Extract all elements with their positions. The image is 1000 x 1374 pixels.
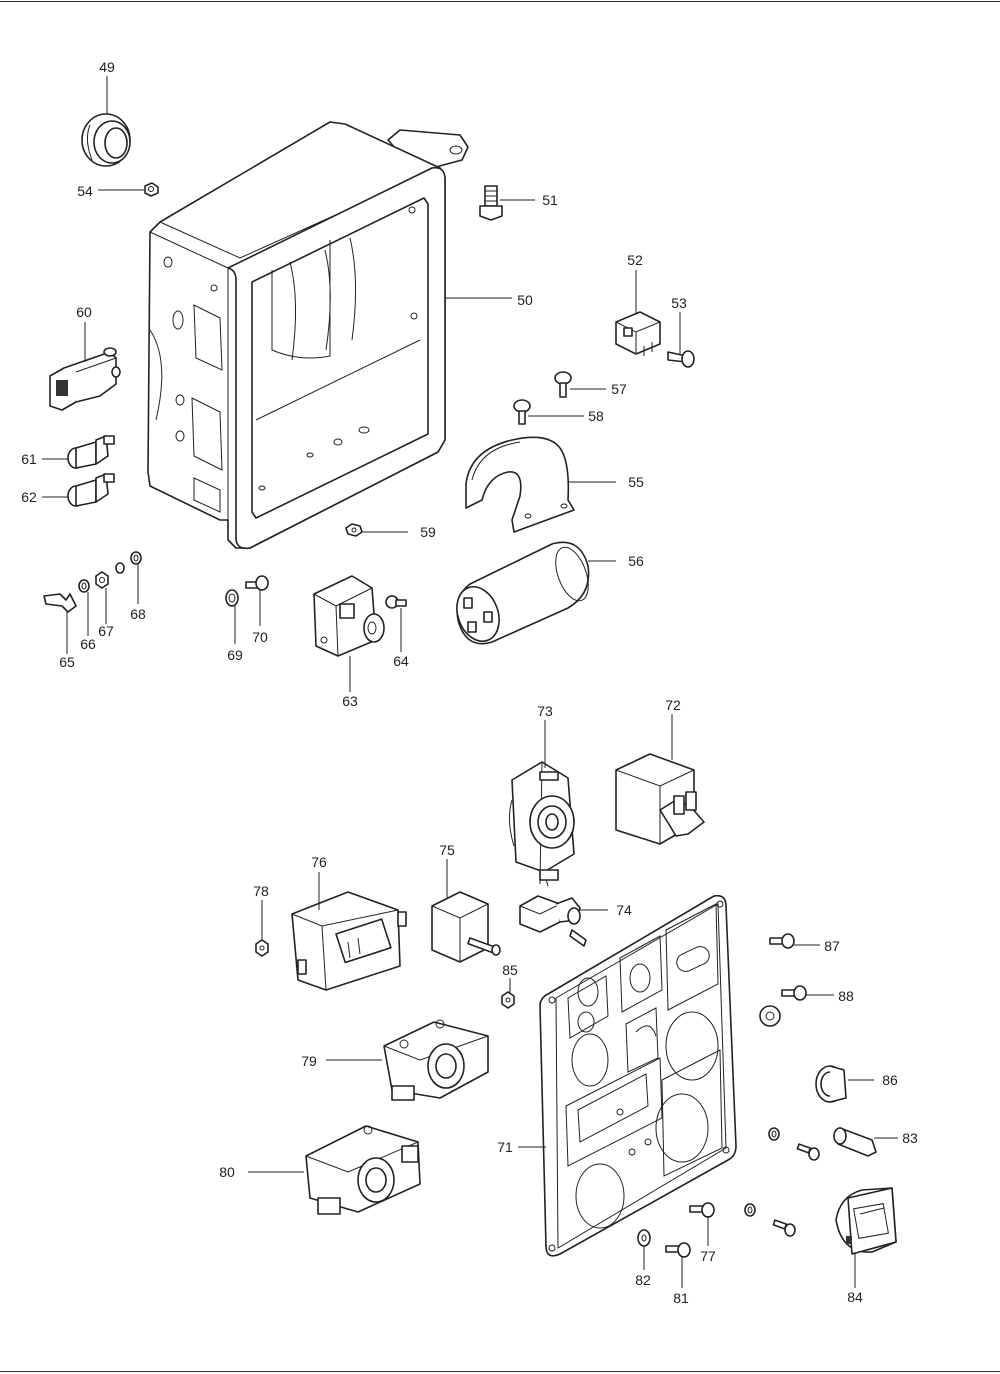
callout-50: 50 bbox=[517, 292, 533, 308]
top-rule bbox=[0, 1, 1000, 2]
callout-86: 86 bbox=[882, 1072, 898, 1088]
callout-66: 66 bbox=[80, 636, 96, 652]
callout-73: 73 bbox=[537, 703, 553, 719]
part-84-meter bbox=[835, 1187, 897, 1255]
part-73-receptacle bbox=[508, 761, 575, 887]
bottom-rule bbox=[0, 1371, 1000, 1372]
callout-64: 64 bbox=[393, 653, 409, 669]
callout-84: 84 bbox=[847, 1289, 863, 1305]
callout-88: 88 bbox=[838, 988, 854, 1004]
part-64-screw bbox=[385, 595, 407, 609]
callout-80: 80 bbox=[219, 1164, 235, 1180]
part-59-nut bbox=[345, 523, 363, 537]
washer-small-1 bbox=[768, 1127, 780, 1141]
callout-labels: 49 50 51 52 53 54 55 56 57 58 59 60 61 6… bbox=[21, 59, 918, 1306]
washer-small-2 bbox=[744, 1203, 756, 1217]
callout-70: 70 bbox=[252, 629, 268, 645]
part-51-bolt bbox=[479, 185, 503, 221]
part-63-regulator bbox=[313, 575, 385, 657]
callout-85: 85 bbox=[502, 962, 518, 978]
part-68-washer bbox=[115, 551, 142, 574]
part-78-nut bbox=[255, 939, 269, 957]
callout-61: 61 bbox=[21, 451, 37, 467]
part-49-grommet bbox=[81, 113, 131, 167]
callout-60: 60 bbox=[76, 304, 92, 320]
part-53-screw bbox=[667, 350, 695, 368]
callout-54: 54 bbox=[77, 183, 93, 199]
part-80-twist-lock-receptacle bbox=[305, 1125, 421, 1215]
part-71-control-panel bbox=[539, 894, 737, 1257]
callout-55: 55 bbox=[628, 474, 644, 490]
part-86-grommet bbox=[815, 1065, 847, 1103]
part-88-screw bbox=[781, 985, 807, 1001]
callout-63: 63 bbox=[342, 693, 358, 709]
part-55-capacitor-bracket bbox=[465, 436, 575, 533]
part-83-fuse-holder bbox=[833, 1127, 877, 1157]
callout-58: 58 bbox=[588, 408, 604, 424]
part-81-screw bbox=[665, 1242, 691, 1258]
callout-52: 52 bbox=[627, 252, 643, 268]
callout-57: 57 bbox=[611, 381, 627, 397]
part-74-toggle-switch bbox=[519, 895, 587, 947]
callout-75: 75 bbox=[439, 842, 455, 858]
callout-78: 78 bbox=[253, 883, 269, 899]
callout-74: 74 bbox=[616, 902, 632, 918]
part-52-relay bbox=[615, 311, 661, 356]
callout-65: 65 bbox=[59, 654, 75, 670]
part-69-washer bbox=[225, 589, 239, 607]
part-79-twist-lock-receptacle bbox=[383, 1019, 489, 1101]
part-56-capacitor bbox=[456, 541, 590, 645]
part-72-breaker bbox=[615, 753, 705, 845]
part-61-terminal bbox=[67, 435, 115, 469]
callout-68: 68 bbox=[130, 606, 146, 622]
part-54-nut bbox=[144, 182, 159, 197]
part-66-washer bbox=[78, 579, 90, 593]
callout-77: 77 bbox=[700, 1248, 716, 1264]
callout-72: 72 bbox=[665, 697, 681, 713]
callout-76: 76 bbox=[311, 854, 327, 870]
part-50-control-box bbox=[147, 121, 469, 550]
callout-87: 87 bbox=[824, 938, 840, 954]
callout-51: 51 bbox=[542, 192, 558, 208]
part-60-breaker bbox=[49, 347, 121, 411]
callout-62: 62 bbox=[21, 489, 37, 505]
callout-53: 53 bbox=[671, 295, 687, 311]
callout-82: 82 bbox=[635, 1272, 651, 1288]
callout-56: 56 bbox=[628, 553, 644, 569]
callout-67: 67 bbox=[98, 623, 114, 639]
callout-83: 83 bbox=[902, 1130, 918, 1146]
part-58-screw bbox=[513, 399, 531, 425]
part-87-screw bbox=[769, 933, 795, 949]
part-76-gfci-receptacle bbox=[291, 891, 407, 991]
part-75-rotary-switch bbox=[431, 891, 501, 963]
screw-small-2 bbox=[772, 1219, 796, 1237]
callout-59: 59 bbox=[420, 524, 436, 540]
callout-81: 81 bbox=[673, 1290, 689, 1306]
callout-79: 79 bbox=[301, 1053, 317, 1069]
part-57-screw bbox=[554, 371, 572, 398]
callout-49: 49 bbox=[99, 59, 115, 75]
part-82-washer bbox=[637, 1229, 651, 1247]
part-77-screw bbox=[689, 1202, 715, 1218]
callout-69: 69 bbox=[227, 647, 243, 663]
part-85-nut bbox=[501, 991, 515, 1009]
part-65-wing-nut bbox=[43, 593, 77, 613]
part-67-nut bbox=[95, 571, 109, 589]
callout-71: 71 bbox=[497, 1139, 513, 1155]
part-62-terminal bbox=[67, 473, 115, 507]
screw-small-1 bbox=[796, 1143, 820, 1161]
washer-large bbox=[759, 1005, 781, 1027]
part-70-screw bbox=[245, 575, 269, 591]
